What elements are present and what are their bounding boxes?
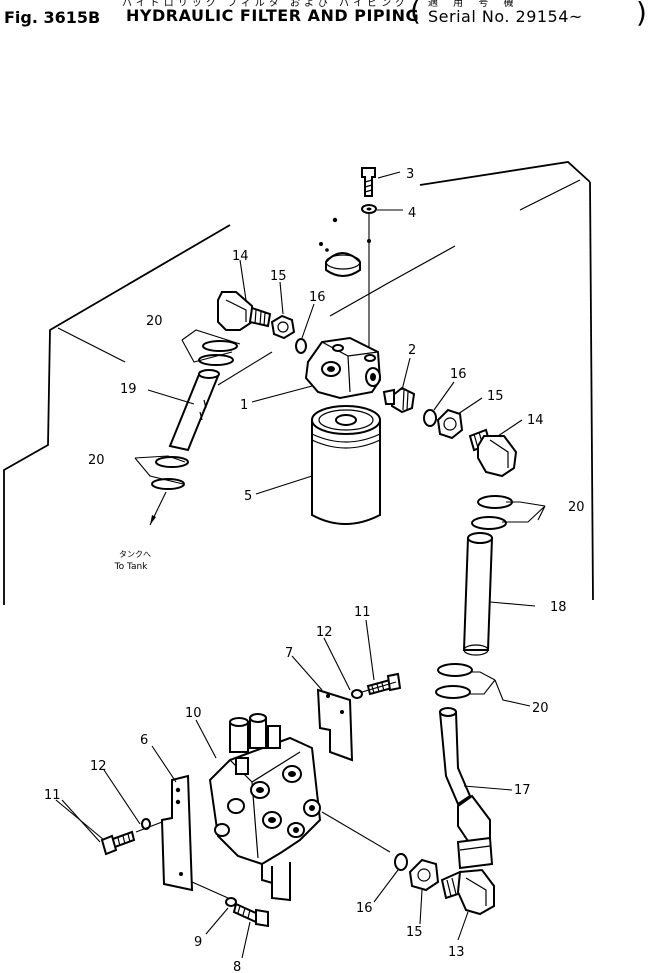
callout-1: 1 xyxy=(240,398,248,413)
serial-number: Serial No. 29154~ xyxy=(428,7,583,26)
callout-2: 2 xyxy=(408,343,416,358)
callout-20-d: 20 xyxy=(532,701,549,716)
machine-body-outline xyxy=(3,161,594,605)
left-hose xyxy=(168,369,220,452)
figure-number: Fig. 3615B xyxy=(4,8,101,27)
serial-open-paren: ( xyxy=(410,0,421,27)
control-valve xyxy=(208,713,322,902)
washer-lower-left xyxy=(141,818,151,830)
figure-title-japanese: ハイドロリック フィルタ および パイピング xyxy=(122,0,410,9)
right-o-ring xyxy=(423,409,437,427)
left-hose-clamps xyxy=(151,340,238,490)
callout-17: 17 xyxy=(514,783,531,798)
callout-18: 18 xyxy=(550,600,567,615)
callout-4: 4 xyxy=(408,206,416,221)
callout-9: 9 xyxy=(194,935,202,950)
callout-20-c: 20 xyxy=(568,500,585,515)
callout-14-right: 14 xyxy=(527,413,544,428)
right-hose-clamps-lower xyxy=(435,663,473,699)
to-tank-arrow-head xyxy=(150,515,156,525)
figure-title: HYDRAULIC FILTER AND PIPING xyxy=(126,6,420,25)
bottom-elbow-fitting xyxy=(440,868,495,916)
callout-12-lower: 12 xyxy=(90,759,107,774)
left-elbow-fitting xyxy=(217,291,272,331)
callout-10: 10 xyxy=(185,706,202,721)
tank-label-japanese: タンクへ xyxy=(119,550,151,559)
right-hose xyxy=(462,532,494,656)
right-nut xyxy=(436,408,464,440)
callout-13: 13 xyxy=(448,945,465,960)
callout-6: 6 xyxy=(140,733,148,748)
callout-20-a: 20 xyxy=(146,314,163,329)
right-hose-clamps-upper xyxy=(471,495,513,530)
filter-head-assembly xyxy=(304,167,382,400)
callout-16-bottom: 16 xyxy=(356,901,373,916)
callout-numbers: 3 4 14 15 16 20 2 19 1 16 15 14 20 5 20 … xyxy=(44,167,585,973)
bolt-upper xyxy=(366,672,402,696)
callout-11-upper: 11 xyxy=(354,605,371,620)
filter-cartridge xyxy=(311,405,381,525)
left-nut xyxy=(270,314,296,340)
callout-8: 8 xyxy=(233,960,241,973)
bottom-nut xyxy=(408,858,440,892)
washer-upper xyxy=(351,689,363,699)
right-elbow-fitting xyxy=(468,428,518,478)
bent-tube xyxy=(438,707,494,870)
callout-11-lower: 11 xyxy=(44,788,61,803)
callout-12-upper: 12 xyxy=(316,625,333,640)
bottom-o-ring xyxy=(394,853,408,871)
figure-header: Fig. 3615B ハイドロリック フィルタ および パイピング HYDRAU… xyxy=(0,0,651,30)
bracket-upper xyxy=(316,688,354,762)
callout-leaders xyxy=(55,171,536,959)
callout-16-right: 16 xyxy=(450,367,467,382)
callout-14-left: 14 xyxy=(232,249,249,264)
callout-5: 5 xyxy=(244,489,252,504)
callout-15-bottom: 15 xyxy=(406,925,423,940)
callout-19: 19 xyxy=(120,382,137,397)
serial-close-paren: ) xyxy=(636,0,647,29)
left-o-ring xyxy=(295,338,307,354)
bracket-lower xyxy=(160,774,194,892)
callout-20-b: 20 xyxy=(88,453,105,468)
bolt-lower xyxy=(232,902,269,928)
tank-label: To Tank xyxy=(114,562,149,572)
serial-label-japanese: 適 用 号 機 xyxy=(428,0,520,9)
callout-7: 7 xyxy=(285,646,293,661)
callout-15-right: 15 xyxy=(487,389,504,404)
callout-16-left: 16 xyxy=(309,290,326,305)
callout-15-left: 15 xyxy=(270,269,287,284)
right-adapter xyxy=(382,386,416,414)
bolt-lower-left xyxy=(100,830,136,856)
callout-3: 3 xyxy=(406,167,414,182)
washer-lower xyxy=(225,897,237,907)
